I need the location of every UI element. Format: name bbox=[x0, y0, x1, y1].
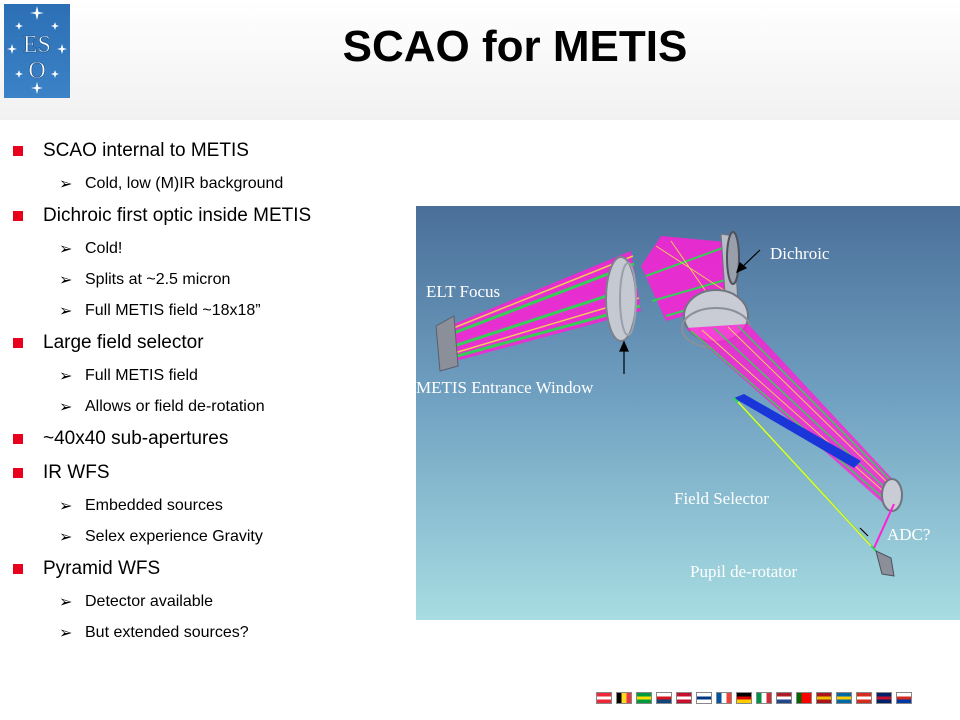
elt-focus-label: ELT Focus bbox=[426, 282, 501, 301]
bullet-list: SCAO internal to METIS ➢ Cold, low (M)IR … bbox=[10, 134, 410, 648]
elt-input-beam bbox=[435, 251, 641, 372]
pupil-derotator-shape bbox=[875, 550, 895, 577]
annotation-arrows bbox=[619, 249, 869, 537]
sub-bullet-text: But extended sources? bbox=[85, 623, 249, 641]
italy-flag bbox=[756, 692, 772, 704]
bullet-item: Large field selector bbox=[10, 326, 410, 360]
austria-flag bbox=[596, 692, 612, 704]
bullet-text: Dichroic first optic inside METIS bbox=[43, 205, 312, 226]
svg-text:ES: ES bbox=[23, 32, 51, 58]
chile-flag bbox=[896, 692, 912, 704]
optical-layout-svg bbox=[435, 231, 903, 577]
bullet-text: SCAO internal to METIS bbox=[43, 140, 249, 161]
bullet-item: SCAO internal to METIS bbox=[10, 134, 410, 168]
sweden-flag bbox=[836, 692, 852, 704]
svg-text:O: O bbox=[28, 58, 45, 84]
arrow-bullet-icon: ➢ bbox=[59, 302, 73, 320]
sub-bullet-item: ➢ Allows or field de-rotation bbox=[10, 391, 410, 422]
belgium-flag bbox=[616, 692, 632, 704]
arrow-bullet-icon: ➢ bbox=[59, 175, 73, 193]
bullet-marker bbox=[13, 338, 23, 348]
sub-bullet-text: Cold, low (M)IR background bbox=[85, 174, 284, 192]
bullet-marker bbox=[13, 211, 23, 221]
finland-flag bbox=[696, 692, 712, 704]
bullet-marker bbox=[13, 468, 23, 478]
pupil-derotator-label: Pupil de-rotator bbox=[690, 562, 798, 581]
header-band bbox=[0, 0, 960, 120]
germany-flag bbox=[736, 692, 752, 704]
spain-flag bbox=[816, 692, 832, 704]
arrow-bullet-icon: ➢ bbox=[59, 240, 73, 258]
adc-label: ADC? bbox=[887, 525, 931, 544]
czech-flag bbox=[656, 692, 672, 704]
dichroic-label: Dichroic bbox=[770, 244, 830, 263]
arrow-bullet-icon: ➢ bbox=[59, 271, 73, 289]
bullet-text: Large field selector bbox=[43, 332, 204, 353]
sub-bullet-item: ➢ Splits at ~2.5 micron bbox=[10, 264, 410, 295]
arrow-bullet-icon: ➢ bbox=[59, 367, 73, 385]
arrow-bullet-icon: ➢ bbox=[59, 528, 73, 546]
bullet-marker bbox=[13, 564, 23, 574]
sub-bullet-item: ➢ Embedded sources bbox=[10, 490, 410, 521]
sub-bullet-item: ➢ Selex experience Gravity bbox=[10, 521, 410, 552]
denmark-flag bbox=[676, 692, 692, 704]
bullet-item: IR WFS bbox=[10, 456, 410, 490]
uk-flag bbox=[876, 692, 892, 704]
bullet-item: Dichroic first optic inside METIS bbox=[10, 199, 410, 233]
field-selector-beam bbox=[733, 394, 895, 552]
sub-bullet-text: Selex experience Gravity bbox=[85, 527, 263, 545]
field-selector-label: Field Selector bbox=[674, 489, 769, 508]
arrow-bullet-icon: ➢ bbox=[59, 593, 73, 611]
sub-bullet-text: Allows or field de-rotation bbox=[85, 397, 265, 415]
adc-beam bbox=[686, 324, 901, 504]
eso-logo: ES O bbox=[4, 4, 70, 98]
sub-bullet-item: ➢ Full METIS field ~18x18” bbox=[10, 295, 410, 326]
bullet-text: IR WFS bbox=[43, 462, 110, 483]
sub-bullet-text: Full METIS field bbox=[85, 366, 198, 384]
bullet-text: Pyramid WFS bbox=[43, 558, 161, 579]
sub-bullet-item: ➢ Cold! bbox=[10, 233, 410, 264]
brazil-flag bbox=[636, 692, 652, 704]
sub-bullet-text: Splits at ~2.5 micron bbox=[85, 270, 231, 288]
sub-bullet-item: ➢ Detector available bbox=[10, 586, 410, 617]
sub-bullet-item: ➢ Cold, low (M)IR background bbox=[10, 168, 410, 199]
bullet-marker bbox=[13, 146, 23, 156]
sub-bullet-text: Full METIS field ~18x18” bbox=[85, 301, 261, 319]
netherlands-flag bbox=[776, 692, 792, 704]
sub-bullet-text: Embedded sources bbox=[85, 496, 223, 514]
member-flags bbox=[596, 692, 912, 704]
sub-bullet-text: Cold! bbox=[85, 239, 123, 257]
entrance-window-label: METIS Entrance Window bbox=[416, 378, 594, 397]
sub-bullet-item: ➢ But extended sources? bbox=[10, 617, 410, 648]
page-title: SCAO for METIS bbox=[342, 22, 688, 71]
arrow-bullet-icon: ➢ bbox=[59, 398, 73, 416]
dichroic-shape bbox=[726, 231, 740, 285]
portugal-flag bbox=[796, 692, 812, 704]
bullet-marker bbox=[13, 434, 23, 444]
bullet-text: ~40x40 sub-apertures bbox=[43, 428, 229, 449]
bullet-item: Pyramid WFS bbox=[10, 552, 410, 586]
sub-bullet-text: Detector available bbox=[85, 592, 214, 610]
sub-bullet-item: ➢ Full METIS field bbox=[10, 360, 410, 391]
switzerland-flag bbox=[856, 692, 872, 704]
optical-layout-diagram: Dichroic ELT Focus METIS Entrance Window… bbox=[416, 206, 960, 620]
bullet-item: ~40x40 sub-apertures bbox=[10, 422, 410, 456]
france-flag bbox=[716, 692, 732, 704]
arrow-bullet-icon: ➢ bbox=[59, 497, 73, 515]
arrow-bullet-icon: ➢ bbox=[59, 624, 73, 642]
